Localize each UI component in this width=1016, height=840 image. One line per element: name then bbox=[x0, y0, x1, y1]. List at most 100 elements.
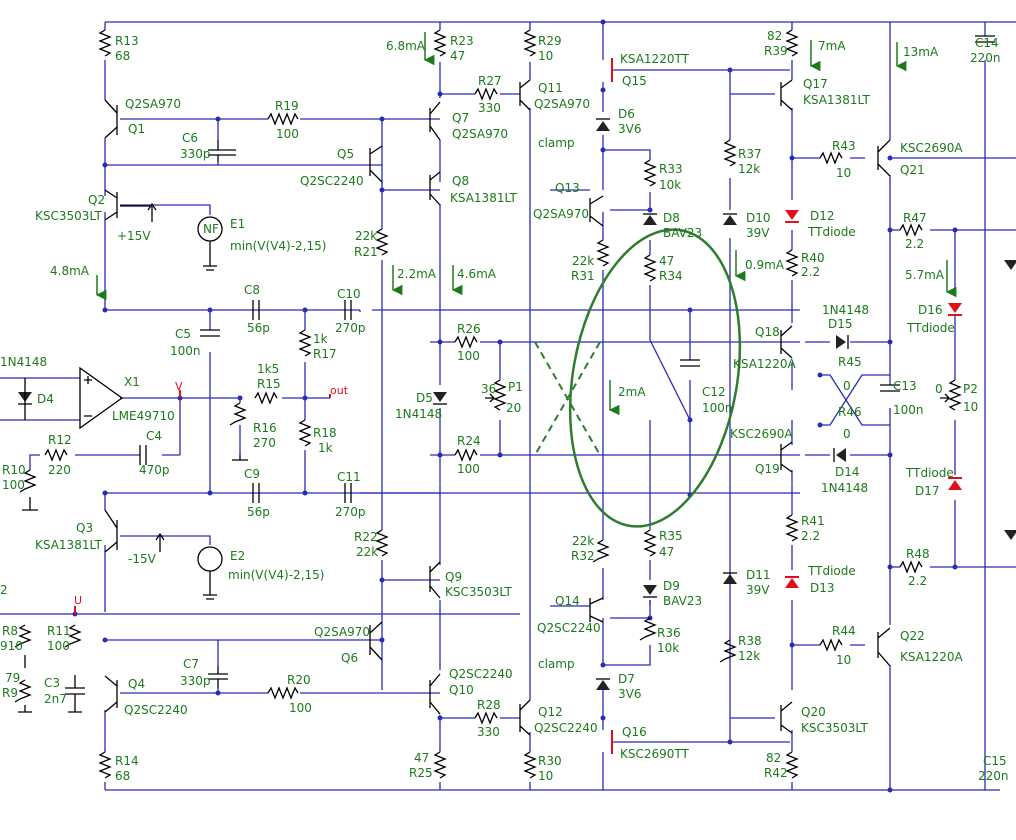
current-6-8mA: 6.8mA bbox=[386, 39, 426, 53]
value-R30: 10 bbox=[538, 769, 553, 783]
label-Q11: Q11 bbox=[538, 81, 563, 95]
label-R22: R22 bbox=[354, 530, 378, 544]
part-Q9: KSC3503LT bbox=[445, 585, 512, 599]
label-R44: R44 bbox=[832, 624, 856, 638]
label-D13: D13 bbox=[810, 581, 835, 595]
value-C13: 100n bbox=[893, 403, 924, 417]
current-4-8mA: 4.8mA bbox=[50, 264, 90, 278]
label-R8: R8 bbox=[2, 624, 18, 638]
label-Q5: Q5 bbox=[337, 147, 354, 161]
value-C5: 100n bbox=[170, 344, 201, 358]
part-Q19: KSC2690A bbox=[730, 427, 793, 441]
component-labels: R13 68 Q2SA970 Q1 R19 100 C6 330p Q5 Q2S… bbox=[0, 29, 1009, 783]
part-D13: TTdiode bbox=[807, 564, 856, 578]
label-R39: R39 bbox=[764, 44, 788, 58]
value-C4: 470p bbox=[139, 463, 170, 477]
current-2-2mA: 2.2mA bbox=[397, 267, 437, 281]
part-Q15: KSA1220TT bbox=[620, 52, 690, 66]
value-R19: 100 bbox=[276, 127, 299, 141]
label-R27: R27 bbox=[478, 74, 502, 88]
label-D10: D10 bbox=[746, 211, 771, 225]
part-X1: LME49710 bbox=[112, 409, 175, 423]
value-C7: 330p bbox=[180, 674, 211, 688]
value-R33: 10k bbox=[659, 178, 681, 192]
value-R14: 68 bbox=[115, 769, 130, 783]
label-Q12: Q12 bbox=[538, 705, 563, 719]
capacitors bbox=[65, 35, 995, 705]
label-Q6: Q6 bbox=[341, 651, 358, 665]
part-Q11: Q2SA970 bbox=[534, 97, 590, 111]
label-C4: C4 bbox=[146, 429, 162, 443]
value-R27: 330 bbox=[478, 101, 501, 115]
label-R14: R14 bbox=[115, 754, 139, 768]
value-C9: 56p bbox=[247, 505, 270, 519]
label-R13: R13 bbox=[115, 34, 139, 48]
value-D10: 39V bbox=[746, 226, 770, 240]
label-R34: R34 bbox=[659, 269, 683, 283]
label-C8: C8 bbox=[244, 283, 260, 297]
value-C14: 220n bbox=[970, 51, 1001, 65]
part-Q7: Q2SA970 bbox=[452, 127, 508, 141]
label-R33: R33 bbox=[659, 162, 683, 176]
label-D14: D14 bbox=[835, 465, 860, 479]
label-Q16: Q16 bbox=[622, 725, 647, 739]
dashed-cross bbox=[534, 341, 601, 456]
part-Q17: KSA1381LT bbox=[803, 93, 870, 107]
label-Q17: Q17 bbox=[803, 77, 828, 91]
value-R37: 12k bbox=[738, 162, 760, 176]
label-R43: R43 bbox=[832, 139, 856, 153]
label-Q10: Q10 bbox=[449, 683, 474, 697]
label-R16: R16 bbox=[253, 421, 277, 435]
supply-plus15: +15V bbox=[117, 229, 151, 243]
label-R42: R42 bbox=[764, 766, 788, 780]
label-R12: R12 bbox=[48, 433, 72, 447]
transistors bbox=[104, 58, 891, 754]
current-4-6mA: 4.6mA bbox=[457, 267, 497, 281]
label-R31: R31 bbox=[571, 269, 595, 283]
label-C3: C3 bbox=[44, 676, 60, 690]
value-P1: 20 bbox=[506, 401, 521, 415]
value-R40: 2.2 bbox=[801, 265, 820, 279]
value-R22: 22k bbox=[356, 545, 378, 559]
value-R48: 2.2 bbox=[908, 574, 927, 588]
label-R23: R23 bbox=[450, 34, 474, 48]
part-D17: TTdiode bbox=[905, 466, 954, 480]
part-Q22: KSA1220A bbox=[900, 650, 963, 664]
clamp-label-2: clamp bbox=[538, 657, 575, 671]
value-R32: 22k bbox=[572, 534, 594, 548]
label-Q20: Q20 bbox=[801, 705, 826, 719]
sources bbox=[18, 202, 248, 713]
label-P1: P1 bbox=[508, 380, 523, 394]
value-R45: 0 bbox=[843, 379, 851, 393]
label-D5: D5 bbox=[416, 391, 433, 405]
value-R8: 910 bbox=[0, 639, 23, 653]
label-C6: C6 bbox=[182, 131, 198, 145]
label-D17: D17 bbox=[915, 484, 940, 498]
label-R19: R19 bbox=[275, 99, 299, 113]
value-R35: 47 bbox=[659, 545, 674, 559]
label-C13: C13 bbox=[893, 379, 917, 393]
part-Q20: KSC3503LT bbox=[801, 721, 868, 735]
label-Q8: Q8 bbox=[452, 174, 469, 188]
value-R46: 0 bbox=[843, 427, 851, 441]
label-C10: C10 bbox=[337, 287, 361, 301]
value-R24: 100 bbox=[457, 462, 480, 476]
value-D6: 3V6 bbox=[618, 122, 641, 136]
value-R16: 270 bbox=[253, 436, 276, 450]
label-R9: R9 bbox=[2, 686, 18, 700]
value-R25: 47 bbox=[414, 751, 429, 765]
part-Q3: KSA1381LT bbox=[35, 538, 102, 552]
label-R20: R20 bbox=[287, 673, 311, 687]
value-R31: 22k bbox=[572, 254, 594, 268]
value-R21: 22k bbox=[355, 229, 377, 243]
value-C8: 56p bbox=[247, 321, 270, 335]
part-Q21: KSC2690A bbox=[900, 141, 963, 155]
highlight-ellipse bbox=[568, 228, 742, 528]
label-R29: R29 bbox=[538, 34, 562, 48]
part-Q13: Q2SA970 bbox=[533, 207, 589, 221]
supply-minus15: -15V bbox=[128, 552, 157, 566]
value-R44: 10 bbox=[836, 653, 851, 667]
part-Q18: KSA1220A bbox=[733, 357, 796, 371]
current-5-7mA: 5.7mA bbox=[905, 268, 945, 282]
